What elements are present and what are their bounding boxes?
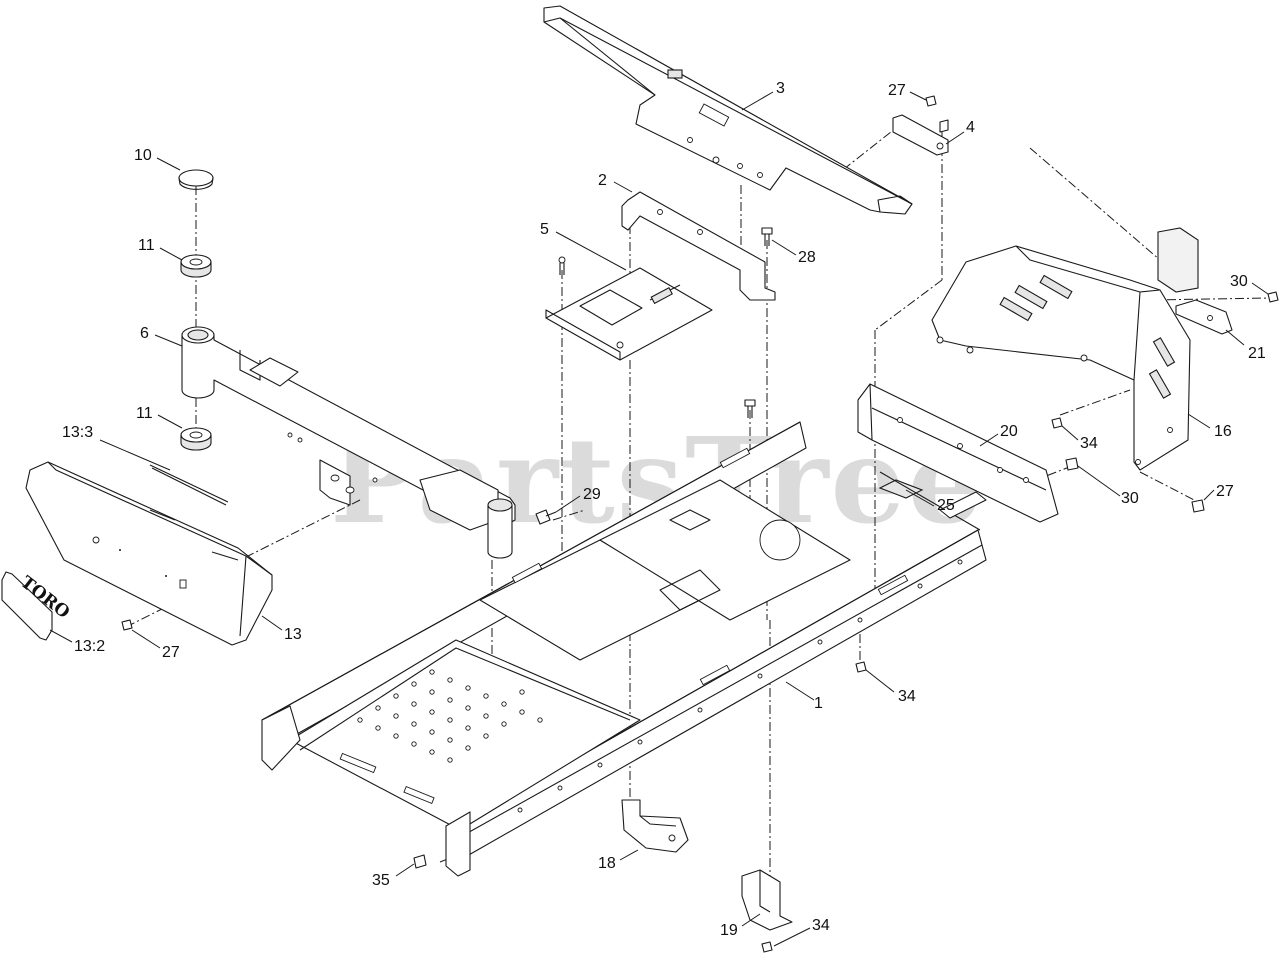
callout-34-upper: 34 bbox=[1080, 435, 1098, 452]
part-10-cap bbox=[178, 169, 214, 190]
part-16-decal bbox=[1157, 227, 1199, 293]
callout-18: 18 bbox=[598, 855, 616, 872]
bolt-29 bbox=[535, 509, 557, 525]
callout-34-mid: 34 bbox=[898, 688, 916, 705]
part-11-bearing-top bbox=[180, 254, 212, 278]
screw-30-top bbox=[1267, 291, 1279, 303]
callout-1: 1 bbox=[814, 695, 823, 712]
callout-labels: 3 27 4 10 2 5 28 11 30 21 6 11 13:3 34 1… bbox=[62, 80, 1266, 939]
callout-11-top: 11 bbox=[138, 237, 155, 254]
callout-13-3: 13:3 bbox=[62, 424, 93, 441]
callout-16: 16 bbox=[1214, 423, 1232, 440]
part-4-bracket bbox=[892, 114, 949, 156]
callout-5: 5 bbox=[540, 221, 549, 238]
leader-lines bbox=[49, 91, 1269, 947]
callout-2: 2 bbox=[598, 172, 607, 189]
callout-21: 21 bbox=[1248, 345, 1266, 362]
nut-34-upper bbox=[1051, 417, 1063, 429]
part-13-2-logo: TORO bbox=[1, 571, 73, 641]
rail-holes bbox=[517, 559, 963, 813]
callout-27-top: 27 bbox=[888, 82, 906, 99]
part-21-bracket bbox=[1175, 299, 1233, 335]
floor-perforations bbox=[357, 669, 543, 763]
callout-34-bottom: 34 bbox=[812, 917, 830, 934]
callout-4: 4 bbox=[966, 119, 975, 136]
screw-27-front bbox=[121, 619, 133, 631]
part-6-front-axle bbox=[181, 326, 516, 559]
callout-27-rear: 27 bbox=[1216, 483, 1234, 500]
part-3-cross-channel bbox=[543, 5, 913, 215]
bolt-frame bbox=[744, 399, 756, 418]
nut-34-mid bbox=[855, 661, 867, 673]
callout-20: 20 bbox=[1000, 423, 1018, 440]
screw-27-rear bbox=[1191, 499, 1205, 513]
part-5-plate bbox=[545, 256, 713, 361]
part-11-bearing-bottom bbox=[180, 427, 212, 451]
screw-30-lower bbox=[1065, 457, 1079, 471]
part-16-seat-support bbox=[931, 245, 1191, 471]
screw-27-top bbox=[925, 95, 937, 107]
callout-11-bottom: 11 bbox=[136, 405, 153, 422]
callout-27-front: 27 bbox=[162, 644, 180, 661]
bolt-28 bbox=[761, 227, 773, 246]
nut-35 bbox=[413, 854, 427, 869]
callout-10: 10 bbox=[134, 147, 152, 164]
callout-6: 6 bbox=[140, 325, 149, 342]
callout-3: 3 bbox=[776, 80, 785, 97]
callout-30-top: 30 bbox=[1230, 273, 1248, 290]
callout-25: 25 bbox=[937, 497, 955, 514]
callout-28: 28 bbox=[798, 249, 816, 266]
callout-35: 35 bbox=[372, 872, 390, 889]
callout-19: 19 bbox=[720, 922, 738, 939]
part-1-main-frame bbox=[261, 421, 987, 877]
part-20-rear-channel bbox=[857, 383, 1059, 523]
callout-29: 29 bbox=[583, 486, 601, 503]
part-18-bracket bbox=[621, 799, 689, 853]
nut-34-bottom bbox=[761, 941, 773, 953]
callout-13: 13 bbox=[284, 626, 302, 643]
part-19-bracket bbox=[741, 869, 793, 931]
part-2-bracket bbox=[621, 191, 776, 301]
part-13-front-cover bbox=[25, 461, 273, 646]
part-13-3-decal bbox=[149, 464, 229, 506]
callout-13-2: 13:2 bbox=[74, 638, 105, 655]
callout-30-lower: 30 bbox=[1121, 490, 1139, 507]
